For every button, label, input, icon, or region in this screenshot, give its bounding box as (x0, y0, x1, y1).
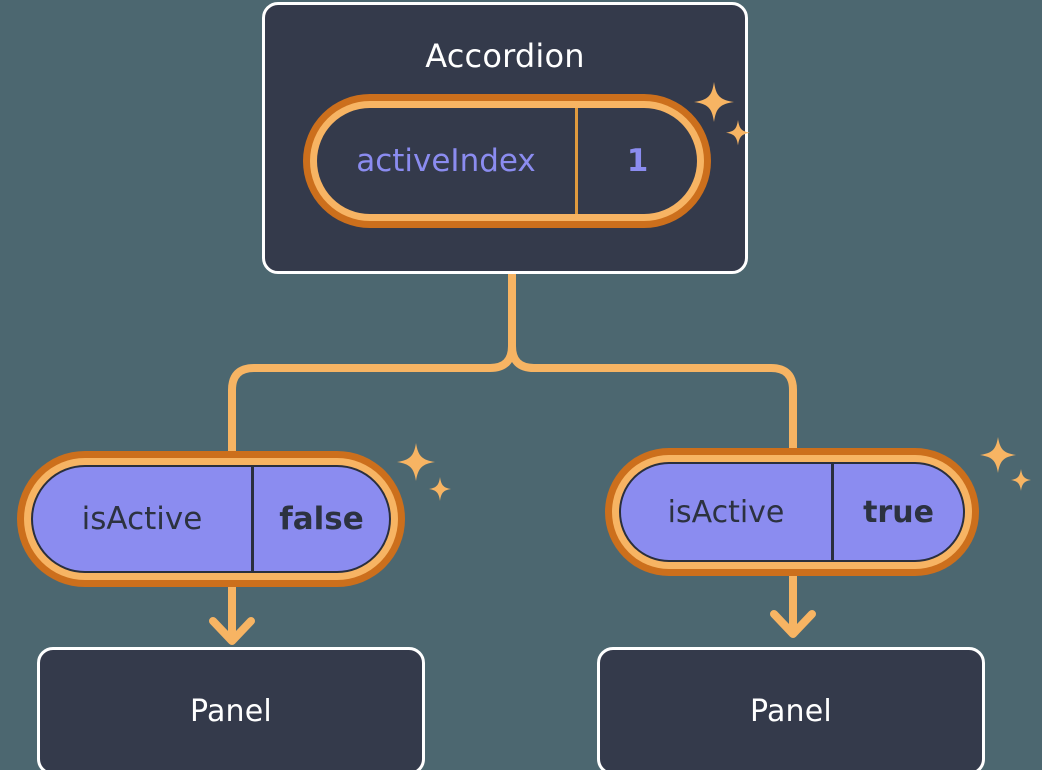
sparkle-icon (429, 477, 451, 501)
arrow-head-left (209, 617, 255, 645)
state-key-active-index: activeIndex (356, 143, 536, 179)
panel-title-left: Panel (190, 693, 272, 729)
connector-branch-left (228, 342, 516, 466)
state-value-active-index: 1 (575, 108, 697, 214)
pill-body: isActive true (619, 462, 965, 562)
sparkle-icon (980, 437, 1016, 473)
state-value-is-active-right: true (831, 464, 963, 560)
state-key-is-active-right: isActive (667, 494, 785, 530)
state-value-is-active-left: false (251, 467, 389, 571)
panel-component-box-left[interactable]: Panel (37, 647, 425, 770)
panel-component-box-right[interactable]: Panel (597, 647, 985, 770)
accordion-title: Accordion (425, 37, 585, 75)
panel-title-right: Panel (750, 693, 832, 729)
sparkle-icon (1011, 469, 1031, 491)
sparkle-group-left-pill (394, 443, 456, 513)
pill-body: isActive false (31, 465, 391, 573)
sparkle-group-right-pill (978, 437, 1036, 503)
connector-branch-right (508, 342, 797, 464)
pill-body: activeIndex 1 (317, 108, 697, 214)
arrow-head-right (770, 610, 816, 638)
state-pill-is-active-left[interactable]: isActive false (24, 458, 398, 580)
sparkle-icon (397, 443, 435, 481)
state-pill-is-active-right[interactable]: isActive true (612, 455, 972, 569)
state-key-is-active-left: isActive (81, 501, 203, 537)
state-pill-active-index[interactable]: activeIndex 1 (310, 101, 704, 221)
